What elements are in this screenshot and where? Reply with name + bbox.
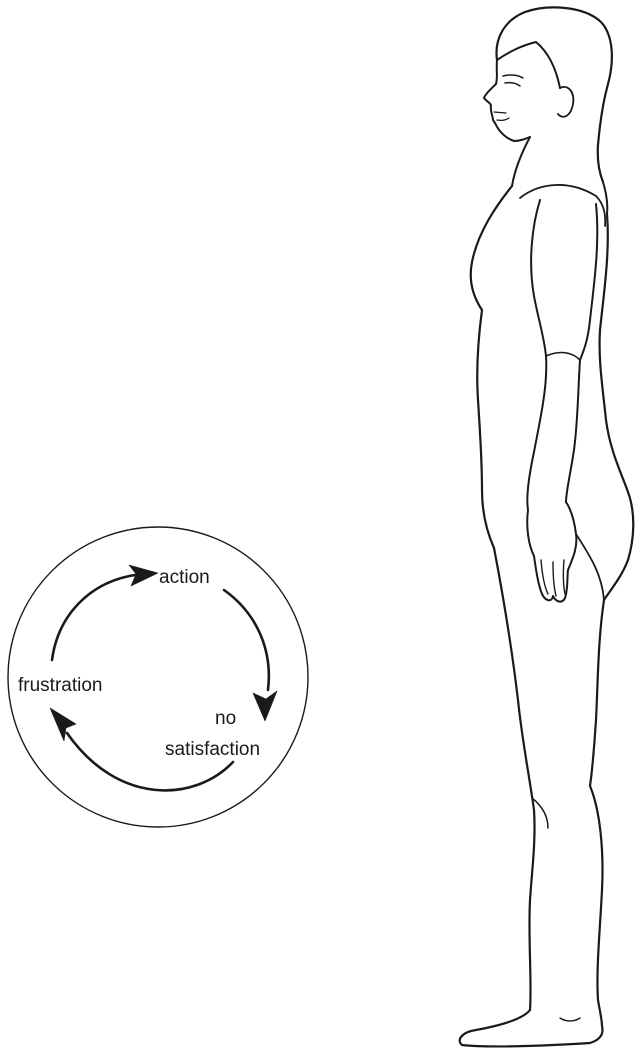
figure-hand bbox=[527, 502, 576, 602]
figure-ankle bbox=[560, 1018, 580, 1021]
cycle-arrow-action-to-no-satisfaction bbox=[224, 590, 269, 690]
figure-hairline bbox=[497, 42, 560, 88]
standing-person-side-profile-icon bbox=[460, 7, 634, 1046]
figure-head-outline bbox=[497, 7, 612, 182]
figure-fingers bbox=[541, 560, 565, 596]
figure-elbow-crease bbox=[546, 353, 580, 360]
figure-eye bbox=[503, 75, 523, 86]
cycle-label-no: no bbox=[215, 708, 236, 729]
figure-ear bbox=[558, 87, 573, 117]
figure-torso-front bbox=[471, 186, 512, 548]
figure-leg-front bbox=[460, 548, 603, 1046]
cycle-label-frustration: frustration bbox=[18, 675, 102, 696]
figure-glute bbox=[576, 534, 604, 600]
figure-neck-front bbox=[512, 137, 530, 186]
arrowhead-to-frustration bbox=[50, 708, 76, 741]
figure-shoulder bbox=[520, 185, 605, 226]
cycle-label-action: action bbox=[159, 567, 210, 588]
cycle-label-satisfaction: satisfaction bbox=[165, 739, 260, 760]
figure-mouth bbox=[494, 112, 509, 120]
figure-arm-front bbox=[527, 200, 546, 510]
figure-leg-back bbox=[590, 600, 604, 1026]
figure-face-profile bbox=[484, 60, 530, 141]
cycle-diagram: action frustration no satisfaction bbox=[8, 527, 308, 827]
arrowhead-to-no-satisfaction bbox=[253, 691, 277, 721]
figure-back bbox=[600, 214, 634, 600]
cycle-arrow-frustration-to-action bbox=[52, 575, 135, 660]
figure-arm-back bbox=[566, 204, 597, 502]
